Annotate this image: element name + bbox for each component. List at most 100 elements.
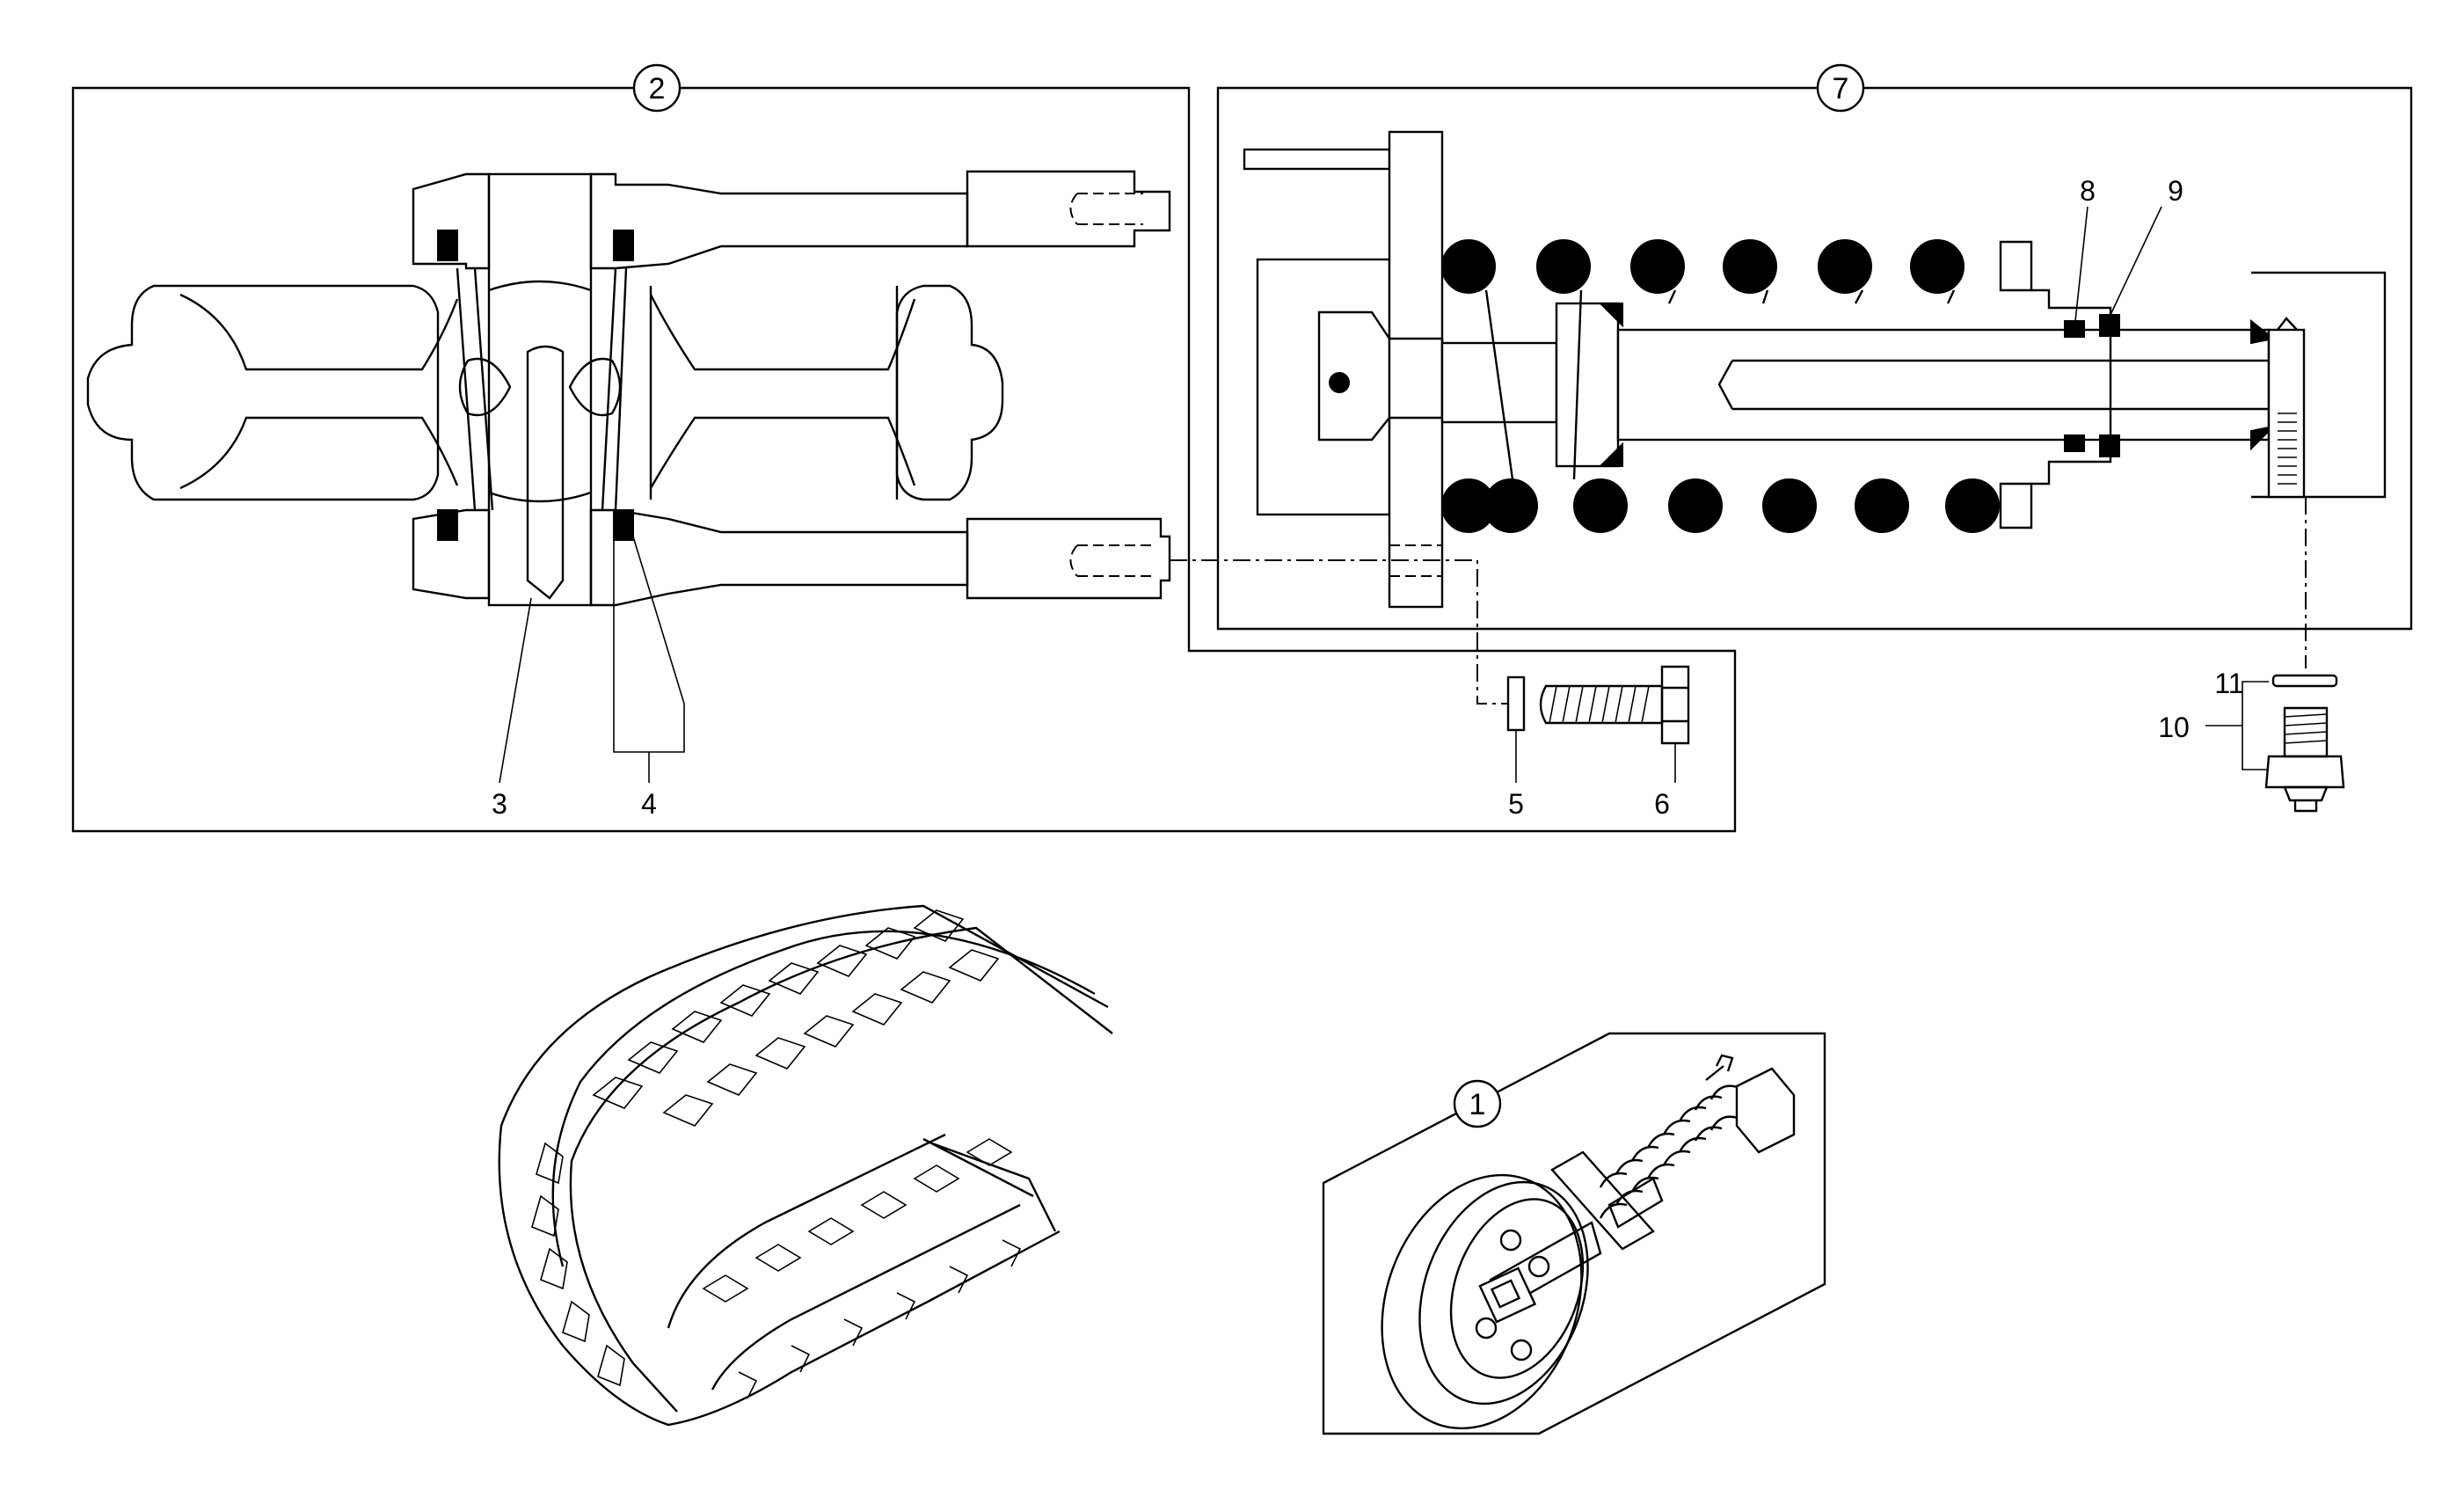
bolt-6-shank	[1539, 684, 1664, 725]
isometric-frame	[1322, 1032, 1826, 1435]
wheel-hole-1	[1499, 1229, 1522, 1252]
nipple-10-hex	[2264, 755, 2345, 789]
rod-end-block	[1735, 1067, 1796, 1154]
piston-head	[1555, 302, 1620, 468]
collar-body	[2031, 288, 2112, 486]
leader-3	[499, 597, 532, 784]
axle-oil-passage	[526, 345, 565, 600]
callout-9-label: 9	[2168, 175, 2183, 207]
left-web-upper	[179, 293, 459, 371]
callout-7-label: 7	[1833, 72, 1849, 106]
axle-contours	[488, 280, 592, 503]
frame-7-tensioner-section: 7	[1216, 63, 2413, 631]
rim-edges	[649, 286, 899, 500]
coil-top-6	[1910, 239, 1965, 294]
seal-8-bot	[2064, 434, 2085, 452]
callout-1-label: 1	[1469, 1088, 1486, 1121]
callout-circle-2	[632, 63, 682, 113]
tensioner-rod	[1440, 302, 2271, 468]
lugs-bottom-run	[738, 1239, 1022, 1399]
callout-2-label: 2	[649, 72, 666, 106]
tensioner-body	[1550, 1150, 1664, 1251]
wheel-hole-3	[1475, 1317, 1498, 1340]
idler-wheel-outer	[1381, 1173, 1583, 1430]
wheel-hole-2	[1527, 1255, 1550, 1278]
o-ring-11	[2271, 674, 2338, 688]
lugs-inner-run	[702, 1138, 1013, 1303]
end-welds	[2250, 318, 2277, 451]
coil-top-2	[1536, 239, 1591, 294]
bolt-6-head	[1660, 665, 1690, 745]
washer-5	[1506, 675, 1526, 732]
frame-7-outline	[1216, 86, 2413, 631]
grease-cylinder-end	[2250, 271, 2387, 499]
coil-bot-7	[1945, 478, 2000, 533]
right-web-upper	[649, 294, 916, 371]
wheel-hole-4	[1510, 1339, 1533, 1362]
upper-bolt-hole-hidden	[1069, 193, 1143, 225]
leader-8	[2074, 206, 2089, 322]
bolt-and-washer: 5 6	[1170, 559, 1690, 820]
left-seal-lip	[458, 357, 512, 417]
coil-bot-2	[1484, 478, 1538, 533]
piston-seals	[1598, 303, 1623, 467]
upper-bracket-end	[966, 170, 1171, 248]
coil-bot-6	[1855, 478, 1909, 533]
callout-circle-1	[1453, 1079, 1502, 1128]
lugs-mid-row	[662, 949, 1000, 1127]
axle-shaft	[487, 172, 593, 607]
coil-bot-3	[1573, 478, 1628, 533]
right-seal-lip	[568, 357, 622, 417]
coil-top-1	[1441, 239, 1496, 294]
callout-3-label: 3	[492, 788, 507, 820]
floating-seals	[437, 230, 634, 541]
track-inner-rails	[922, 1137, 1057, 1232]
upper-right-bracket	[589, 172, 969, 270]
lugs-top-row	[592, 909, 965, 1109]
nipple-10-tip	[2283, 785, 2329, 813]
coil-top-4	[1723, 239, 1777, 294]
yoke-top-bar	[1243, 148, 1391, 171]
valve-tip	[2277, 317, 2298, 331]
tensioner-yoke	[1243, 130, 1444, 609]
right-web-lower	[649, 416, 916, 489]
coil-links	[1484, 289, 1956, 480]
seal-ll	[437, 509, 458, 541]
seal-9-top	[2099, 314, 2120, 337]
leaders-5-6	[1515, 730, 1676, 783]
valve-threads	[2278, 413, 2297, 485]
idler-wheel-flange	[1418, 1180, 1589, 1405]
coil-spring	[1441, 239, 2033, 533]
callout-circle-7	[1816, 63, 1865, 113]
seal-9-bot	[2099, 434, 2120, 457]
coil-bot-4	[1668, 478, 1723, 533]
rubber-track-illustration	[498, 904, 1113, 1427]
callout-11-label: 11	[2214, 668, 2243, 699]
end-housing	[2251, 271, 2387, 499]
callout-10-label: 10	[2158, 712, 2190, 743]
track-inner-edge	[569, 926, 1113, 1413]
seal-ur	[613, 230, 634, 261]
track-lower-run	[667, 1133, 1021, 1391]
seal-lr	[613, 509, 634, 541]
coil-bot-5	[1762, 478, 1817, 533]
isometric-spring	[1599, 1084, 1739, 1188]
idler-wheel-body	[86, 284, 1004, 501]
callout-5-label: 5	[1508, 788, 1524, 820]
seal-ul	[437, 230, 458, 261]
coil-top-3	[1630, 239, 1685, 294]
lower-bolt-hole-hidden	[1069, 544, 1152, 577]
rod-bore	[1717, 359, 2269, 411]
cylinder-rod	[1616, 328, 2271, 442]
seal-8-top	[2064, 320, 2085, 338]
tensioner-collar	[2031, 288, 2120, 486]
lower-right-bracket	[589, 508, 969, 607]
grease-fitting-iso	[1705, 1054, 1734, 1081]
support-brackets	[412, 170, 1171, 607]
idler-axle	[458, 172, 622, 607]
upper-left-collar	[412, 172, 491, 270]
frame-2-outline	[71, 86, 1737, 833]
yoke-pin	[1490, 1279, 1521, 1309]
coil-top-5	[1818, 239, 1872, 294]
